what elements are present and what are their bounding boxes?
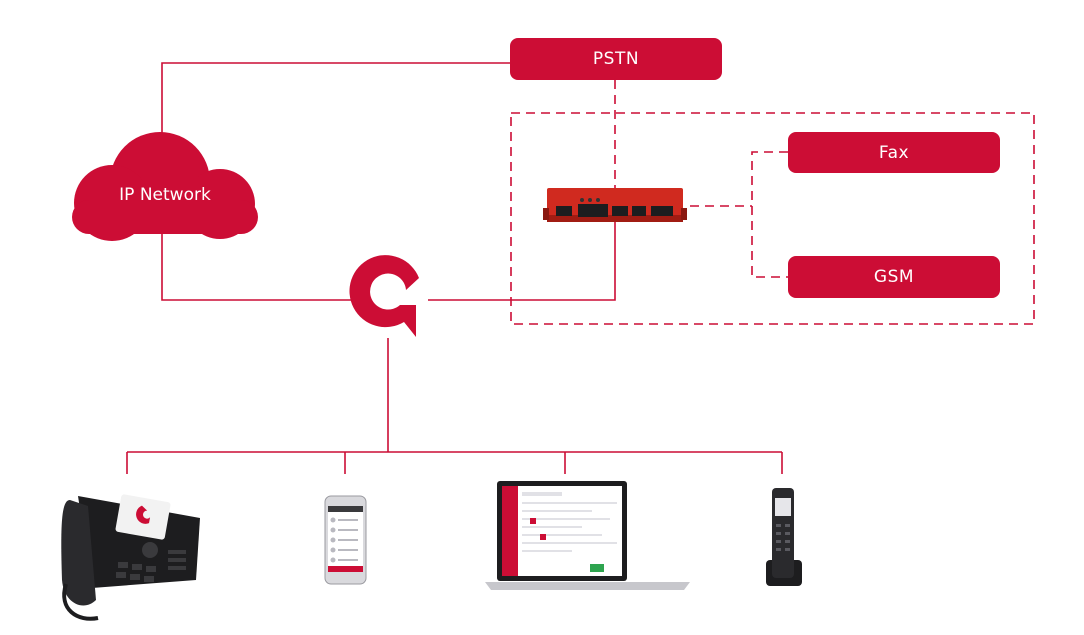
gateway-enclosure <box>510 112 1035 325</box>
fax-node: Fax <box>788 132 1000 173</box>
gsm-label: GSM <box>873 267 915 287</box>
line-hub-to-gateway <box>428 222 616 301</box>
ip-network-label: IP Network <box>119 185 211 205</box>
line-branch-to-fax <box>751 151 788 278</box>
smartphone-icon <box>324 495 367 585</box>
laptop-icon <box>485 481 690 590</box>
gsm-node: GSM <box>788 256 1000 298</box>
gateway-device-icon <box>543 188 687 222</box>
solid-connectors <box>126 62 783 474</box>
line-cloud-to-hub <box>161 230 360 301</box>
ip-network-cloud <box>72 132 258 241</box>
c-logo-icon <box>349 255 419 337</box>
dect-handset-icon <box>766 488 802 586</box>
fax-label: Fax <box>878 142 910 163</box>
pstn-label: PSTN <box>592 49 640 69</box>
line-pstn-to-cloud <box>161 62 510 160</box>
pstn-node: PSTN <box>510 38 722 80</box>
dashed-connectors <box>510 80 1035 325</box>
desk-phone-icon <box>61 494 200 621</box>
